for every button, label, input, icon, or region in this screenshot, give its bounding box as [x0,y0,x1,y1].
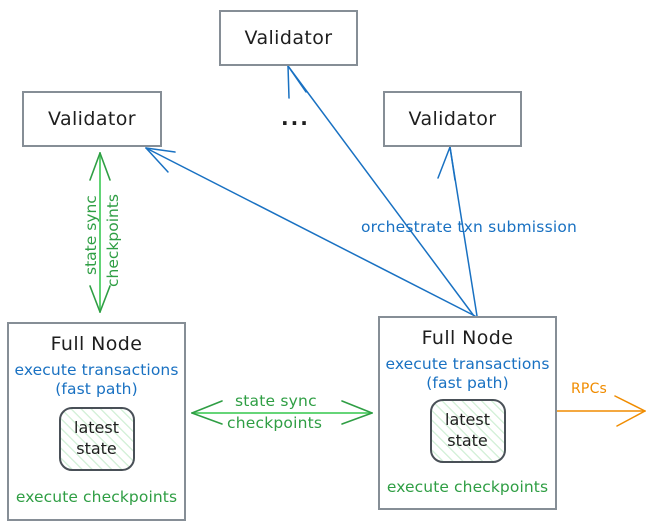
validator-left-box[interactable]: Validator [22,91,162,147]
edge-label-checkpoints-middle: checkpoints [227,414,323,432]
full-node-right-state-line-1: latest [445,410,490,430]
full-node-right-green-line: execute checkpoints [386,477,549,496]
full-node-left-title: Full Node [50,333,143,355]
validator-right-label: Validator [408,108,497,130]
full-node-left-state-line-2: state [76,438,117,458]
full-node-left-blue-line-2: (fast path) [55,380,138,399]
full-node-right-blue-line-2: (fast path) [426,374,509,393]
validator-top-label: Validator [244,27,333,49]
edge-label-state-sync-middle: state sync [235,392,317,410]
edge-label-state-sync-vertical: state sync [82,195,100,275]
full-node-left-box[interactable]: Full Node execute transactions (fast pat… [7,322,186,521]
full-node-left-state-line-1: latest [74,418,119,438]
full-node-left-latest-state-box[interactable]: latest state [58,406,135,471]
validator-left-label: Validator [48,108,136,130]
edge-label-checkpoints-vertical: checkpoints [104,194,122,287]
validators-ellipsis: ... [281,106,310,130]
full-node-right-box[interactable]: Full Node execute transactions (fast pat… [378,316,557,510]
validator-right-box[interactable]: Validator [383,91,522,147]
edge-label-rpcs: RPCs [571,381,608,397]
validator-top-box[interactable]: Validator [219,10,358,66]
full-node-left-blue-line-1: execute transactions [14,361,179,379]
full-node-right-state-line-2: state [447,430,488,450]
edge-label-orchestrate-txn-submission: orchestrate txn submission [361,218,578,236]
full-node-right-latest-state-box[interactable]: latest state [429,398,506,463]
full-node-left-green-line: execute checkpoints [15,487,178,506]
edge-rpcs [556,395,646,427]
full-node-right-blue-line-1: execute transactions [385,355,550,373]
full-node-right-title: Full Node [421,327,514,349]
